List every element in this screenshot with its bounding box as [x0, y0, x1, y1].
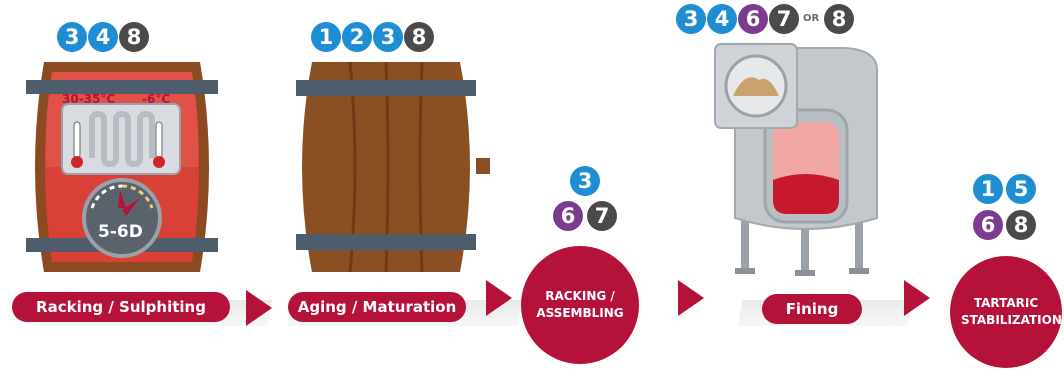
product-badge: 3: [676, 4, 706, 34]
product-badge: 8: [119, 22, 149, 52]
step-label: RACKING / ASSEMBLING: [535, 288, 625, 322]
step-label: Racking / Sulphiting: [12, 292, 230, 322]
product-badge: 3: [57, 22, 87, 52]
step-circle: TARTARIC STABILIZATION: [950, 256, 1062, 368]
product-badge: 5: [1006, 174, 1036, 204]
barrel-icon: [22, 58, 222, 276]
product-badge: 8: [1006, 210, 1036, 240]
product-badge: 3: [570, 166, 600, 196]
product-badge: 4: [707, 4, 737, 34]
step-label: Fining: [762, 294, 862, 324]
tank-icon: [705, 40, 895, 280]
arrow-right-icon: [904, 280, 930, 316]
product-badge: 4: [88, 22, 118, 52]
product-badge: 8: [824, 4, 854, 34]
step-circle: RACKING / ASSEMBLING: [521, 246, 639, 364]
barrel-icon: [290, 58, 495, 276]
product-badge: 7: [769, 4, 799, 34]
product-badge: 7: [587, 201, 617, 231]
arrow-right-icon: [246, 290, 272, 326]
product-badge: 6: [553, 201, 583, 231]
product-badge: 1: [311, 22, 341, 52]
product-badge: 1: [973, 174, 1003, 204]
arrow-right-icon: [486, 280, 512, 316]
temperature-cold-label: -6°C: [142, 92, 170, 106]
temperature-hot-label: 30-35°C: [62, 92, 115, 106]
product-badge: 8: [404, 22, 434, 52]
product-badge: 2: [342, 22, 372, 52]
or-text: OR: [803, 13, 819, 24]
product-badge: 3: [373, 22, 403, 52]
gauge-icon: [84, 180, 160, 256]
arrow-right-icon: [678, 280, 704, 316]
step-label: TARTARIC STABILIZATION: [961, 295, 1051, 329]
step-label: Aging / Maturation: [288, 292, 466, 322]
gauge-value: 5-6D: [98, 222, 143, 242]
product-badge: 6: [973, 210, 1003, 240]
product-badge: 6: [738, 4, 768, 34]
